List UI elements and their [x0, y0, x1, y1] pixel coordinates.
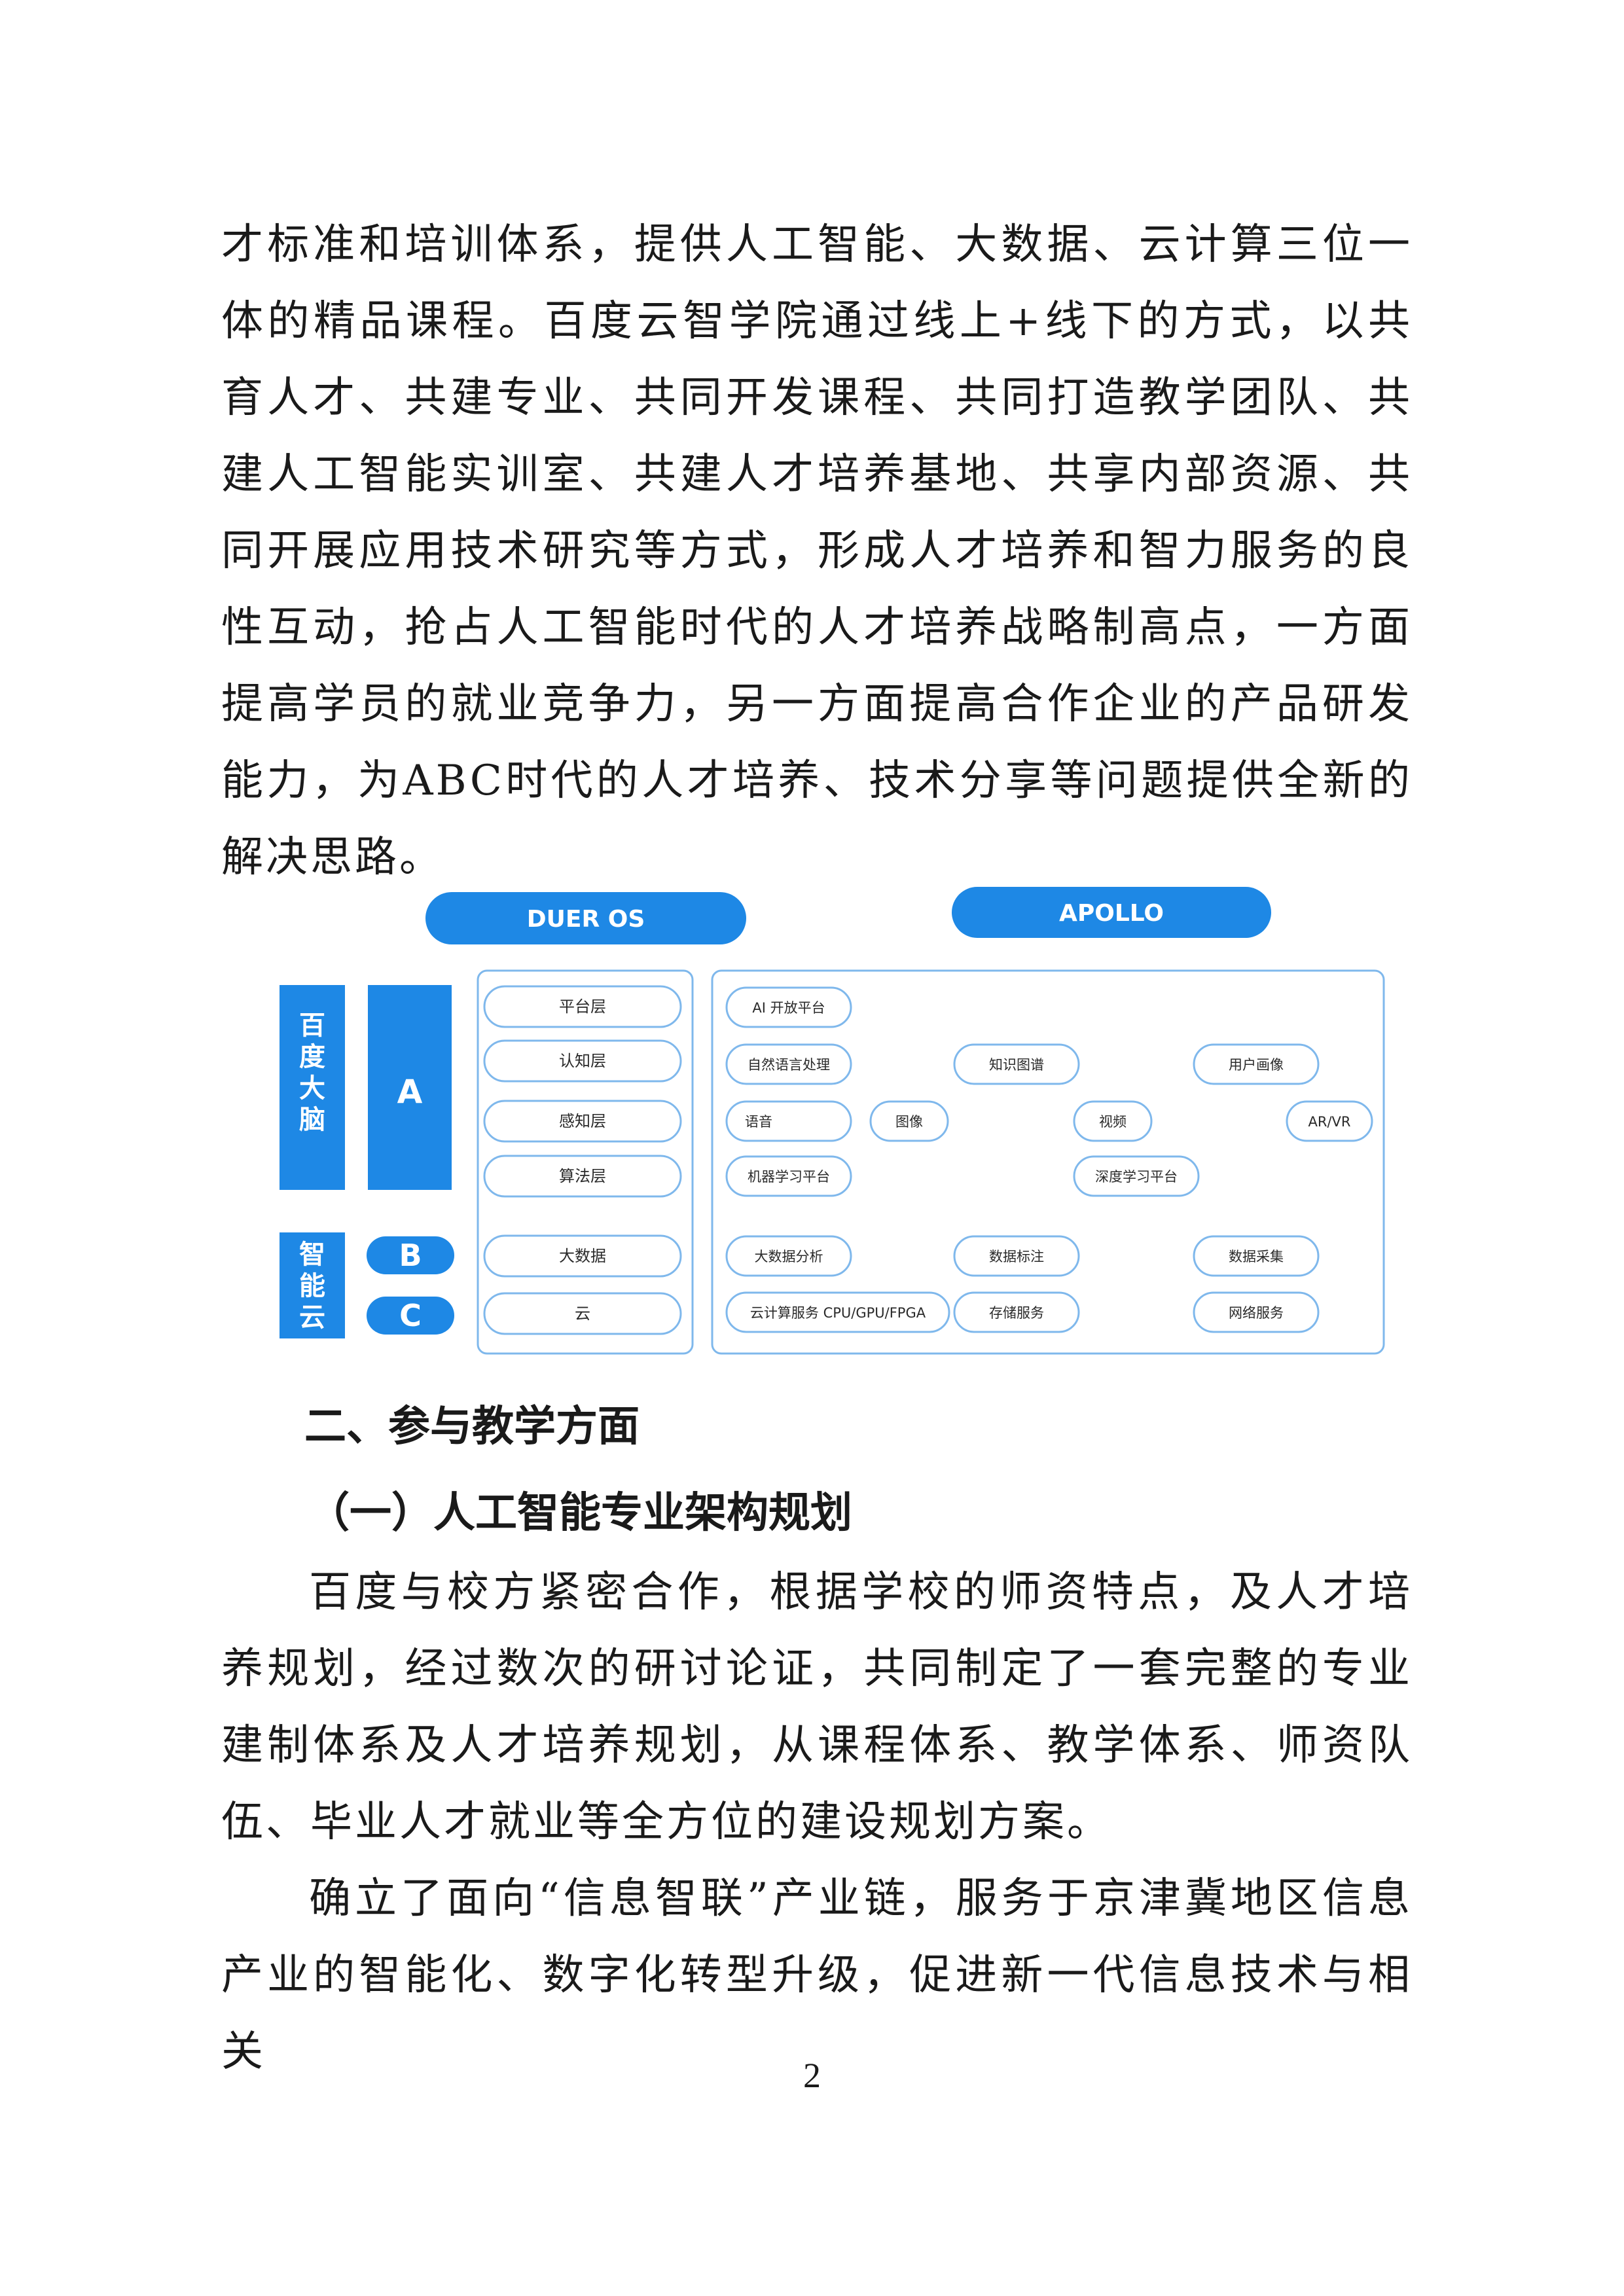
capability-label: 数据采集	[1229, 1249, 1284, 1265]
smart-cloud-char: 智	[299, 1240, 325, 1270]
baidu-brain-char: 脑	[299, 1105, 325, 1135]
letter-c: C	[399, 1298, 422, 1333]
capability-label: AR/VR	[1308, 1114, 1351, 1130]
layer-pill	[483, 1039, 682, 1083]
baidu-brain-block	[280, 985, 345, 1190]
baidu-brain-char: 百	[299, 1011, 325, 1041]
layer-label: 云	[575, 1304, 590, 1323]
letter-c-pill	[367, 1297, 454, 1335]
layer-label: 感知层	[559, 1112, 606, 1130]
capability-label: 数据标注	[989, 1249, 1044, 1265]
duer-os-label: DUER OS	[527, 906, 645, 933]
smart-cloud-char: 能	[299, 1271, 325, 1301]
capability-pill	[725, 1155, 852, 1197]
capability-label: 视频	[1099, 1114, 1127, 1130]
capability-label: AI 开放平台	[752, 1000, 825, 1016]
capability-label: 网络服务	[1229, 1305, 1284, 1321]
layer-label: 认知层	[559, 1052, 606, 1070]
capability-pill	[1286, 1100, 1373, 1142]
capability-label: 深度学习平台	[1095, 1169, 1178, 1185]
layer-pill	[483, 1155, 682, 1198]
layer-label: 算法层	[559, 1167, 606, 1185]
capability-pill	[725, 986, 852, 1028]
capability-pill	[1193, 1235, 1320, 1277]
subsection-heading: （一）人工智能专业架构规划	[308, 1489, 852, 1537]
capability-label: 云计算服务 CPU/GPU/FPGA	[750, 1305, 926, 1321]
letter-b-pill	[367, 1236, 454, 1274]
capability-label: 知识图谱	[989, 1057, 1044, 1073]
capability-pill	[725, 1235, 852, 1277]
apollo-label: APOLLO	[1059, 900, 1164, 927]
industry-paragraph: 确立了面向“信息智联”产业链，服务于京津冀地区信息产业的智能化、数字化转型升级，…	[221, 1874, 1413, 2076]
layer-label: 大数据	[559, 1247, 606, 1265]
capability-label: 用户画像	[1229, 1057, 1284, 1073]
capability-pill	[953, 1043, 1080, 1085]
capability-label: 机器学习平台	[748, 1169, 830, 1185]
capability-pill	[1193, 1291, 1320, 1333]
layer-pill	[483, 1100, 682, 1143]
baidu-brain-char: 度	[299, 1042, 325, 1072]
capability-label: 存储服务	[989, 1305, 1044, 1321]
layer-label: 平台层	[559, 997, 606, 1016]
smart-cloud-block	[280, 1232, 345, 1338]
baidu-brain-char: 大	[299, 1073, 325, 1103]
letter-a-block	[368, 985, 452, 1190]
layers-container	[477, 969, 694, 1355]
capabilities-container	[711, 969, 1385, 1355]
capability-pill	[1193, 1043, 1320, 1085]
capability-label: 语音	[745, 1114, 772, 1130]
capability-pill	[725, 1043, 852, 1085]
layer-pill	[483, 1292, 682, 1335]
capability-pill	[725, 1100, 852, 1142]
capability-label: 自然语言处理	[748, 1057, 830, 1073]
smart-cloud-char: 云	[299, 1302, 325, 1333]
capability-label: 图像	[895, 1114, 923, 1130]
apollo-pill	[952, 887, 1271, 938]
letter-a: A	[397, 1073, 423, 1111]
capability-label: 大数据分析	[755, 1249, 823, 1265]
capability-pill	[1073, 1100, 1153, 1142]
capability-pill	[953, 1235, 1080, 1277]
architecture-diagram: DUER OS APOLLO 百 度 大 脑 智 能 云 A B C 平台层 认…	[280, 887, 1385, 1355]
capability-pill	[1073, 1155, 1200, 1197]
page-number: 2	[803, 2056, 821, 2095]
section-heading: 二、参与教学方面	[304, 1403, 640, 1451]
layer-pill	[483, 985, 682, 1028]
layer-pill	[483, 1234, 682, 1278]
intro-paragraph: 才标准和培训体系，提供人工智能、大数据、云计算三位一体的精品课程。百度云智学院通…	[221, 221, 1413, 882]
capability-pill	[953, 1291, 1080, 1333]
capability-pill	[725, 1291, 950, 1333]
capability-pill	[869, 1100, 949, 1142]
plan-paragraph: 百度与校方紧密合作，根据学校的师资特点，及人才培养规划，经过数次的研讨论证，共同…	[221, 1568, 1413, 1846]
letter-b: B	[399, 1238, 422, 1273]
duer-os-pill	[425, 892, 746, 944]
